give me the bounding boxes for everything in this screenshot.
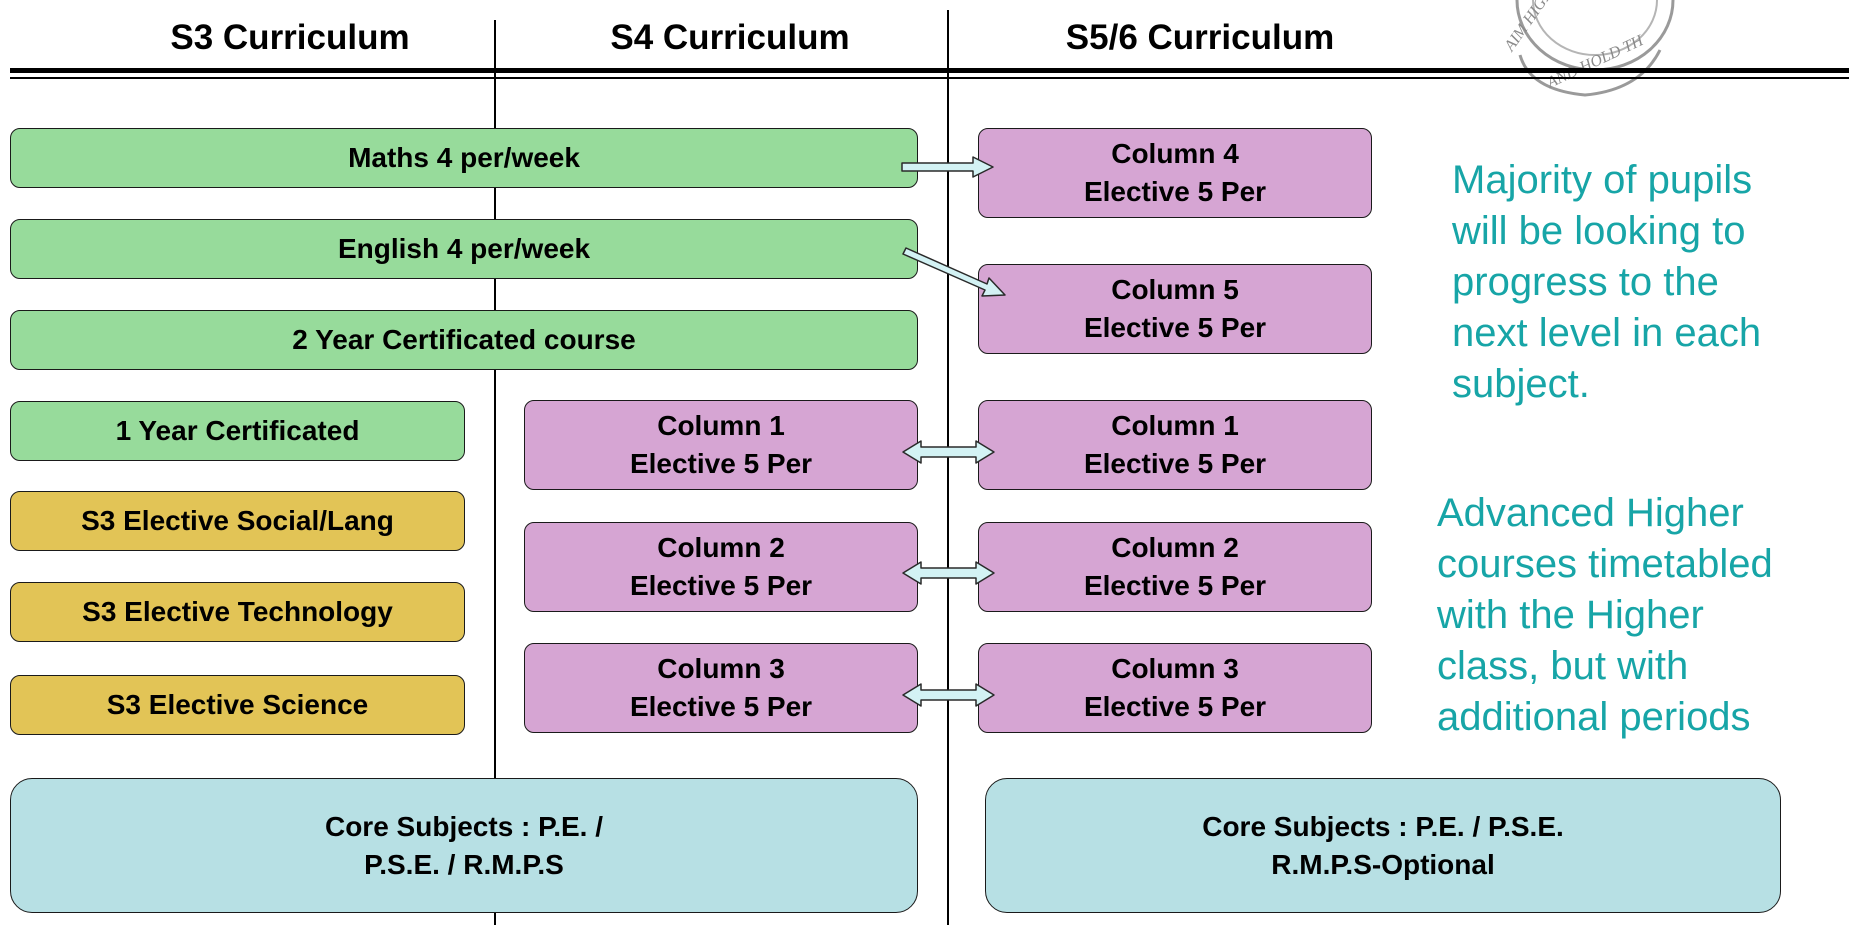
advanced-higher-note-line-1: Advanced Higher (1437, 491, 1744, 535)
s4-column-3-title: Column 3 (657, 653, 785, 684)
s3-elective-social-lang-label: S3 Elective Social/Lang (81, 505, 394, 536)
s3-two-year-course-label: 2 Year Certificated course (292, 324, 636, 355)
progression-note-line-5: subject. (1452, 362, 1590, 406)
s3-elective-technology-box: S3 Elective Technology (10, 582, 465, 642)
s4-column-2-detail: Elective 5 Per (629, 570, 813, 601)
s56-column-4-box: Column 4 Elective 5 Per (978, 128, 1372, 218)
s4-column-3-detail: Elective 5 Per (629, 691, 813, 722)
s56-column-4-title: Column 4 (1111, 138, 1239, 169)
s56-column-5-detail: Elective 5 Per (1083, 312, 1267, 343)
core-subjects-s3-s4-box: Core Subjects : P.E. / P.S.E. / R.M.P.S (10, 778, 918, 913)
progression-note-line-3: progress to the (1452, 260, 1719, 304)
s56-column-2-box: Column 2 Elective 5 Per (978, 522, 1372, 612)
s4-column-1-box: Column 1 Elective 5 Per (524, 400, 918, 490)
core-s56-line-2: R.M.P.S-Optional (1271, 848, 1495, 880)
s4-column-1-detail: Elective 5 Per (629, 448, 813, 479)
s4-column-1-title: Column 1 (657, 410, 785, 441)
header-rule-thin (10, 77, 1849, 79)
s4-column-2-title: Column 2 (657, 532, 785, 563)
school-crest-logo: AIM HIGH AND HOLD TH (1501, 0, 1675, 97)
core-s3-s4-line-1: Core Subjects : P.E. / (324, 810, 604, 842)
s3-maths-box: Maths 4 per/week (10, 128, 918, 188)
s56-curriculum-header: S5/6 Curriculum (1065, 18, 1335, 57)
s3-curriculum-header: S3 Curriculum (170, 18, 410, 57)
s3-one-year-label: 1 Year Certificated (115, 415, 360, 446)
s56-column-1-title: Column 1 (1111, 410, 1239, 441)
s3-elective-technology-label: S3 Elective Technology (82, 596, 393, 627)
header-rule-thick (10, 68, 1849, 73)
s3-english-box: English 4 per/week (10, 219, 918, 279)
s56-column-3-title: Column 3 (1111, 653, 1239, 684)
s4-s56-divider (947, 10, 949, 925)
s56-column-2-detail: Elective 5 Per (1083, 570, 1267, 601)
progression-note-line-4: next level in each (1452, 311, 1762, 355)
advanced-higher-note-line-3: with the Higher (1437, 593, 1704, 637)
progression-note-line-2: will be looking to (1452, 209, 1746, 253)
s4-curriculum-header: S4 Curriculum (610, 18, 850, 57)
maths-to-column-4-arrow (901, 156, 994, 178)
s56-column-5-box: Column 5 Elective 5 Per (978, 264, 1372, 354)
s56-column-5-title: Column 5 (1111, 274, 1239, 305)
progression-note: Majority of pupils will be looking to pr… (1452, 155, 1761, 410)
s56-column-1-detail: Elective 5 Per (1083, 448, 1267, 479)
s56-column-3-box: Column 3 Elective 5 Per (978, 643, 1372, 733)
english-to-column-5-arrow (902, 247, 1006, 297)
advanced-higher-note-line-2: courses timetabled (1437, 542, 1773, 586)
s4-column-3-box: Column 3 Elective 5 Per (524, 643, 918, 733)
s3-english-label: English 4 per/week (337, 233, 591, 264)
s3-two-year-course-box: 2 Year Certificated course (10, 310, 918, 370)
core-s56-line-1: Core Subjects : P.E. / P.S.E. (1202, 810, 1564, 842)
s56-column-2-title: Column 2 (1111, 532, 1239, 563)
s56-column-1-box: Column 1 Elective 5 Per (978, 400, 1372, 490)
column-2-double-arrow (902, 561, 995, 585)
s56-column-3-detail: Elective 5 Per (1083, 691, 1267, 722)
advanced-higher-note-line-5: additional periods (1437, 695, 1751, 739)
s3-one-year-box: 1 Year Certificated (10, 401, 465, 461)
column-1-double-arrow (902, 440, 995, 464)
s3-maths-label: Maths 4 per/week (348, 142, 580, 173)
s3-s4-divider (494, 20, 496, 925)
advanced-higher-note-line-4: class, but with (1437, 644, 1689, 688)
core-s3-s4-line-2: P.S.E. / R.M.P.S (364, 848, 564, 880)
progression-note-line-1: Majority of pupils (1452, 158, 1753, 202)
s56-column-4-detail: Elective 5 Per (1083, 176, 1267, 207)
s3-elective-science-label: S3 Elective Science (106, 689, 369, 720)
s4-column-2-box: Column 2 Elective 5 Per (524, 522, 918, 612)
advanced-higher-note: Advanced Higher courses timetabled with … (1437, 488, 1773, 743)
core-subjects-s56-box: Core Subjects : P.E. / P.S.E. R.M.P.S-Opt… (985, 778, 1781, 913)
s3-elective-science-box: S3 Elective Science (10, 675, 465, 735)
s3-elective-social-lang-box: S3 Elective Social/Lang (10, 491, 465, 551)
column-3-double-arrow (902, 683, 995, 707)
